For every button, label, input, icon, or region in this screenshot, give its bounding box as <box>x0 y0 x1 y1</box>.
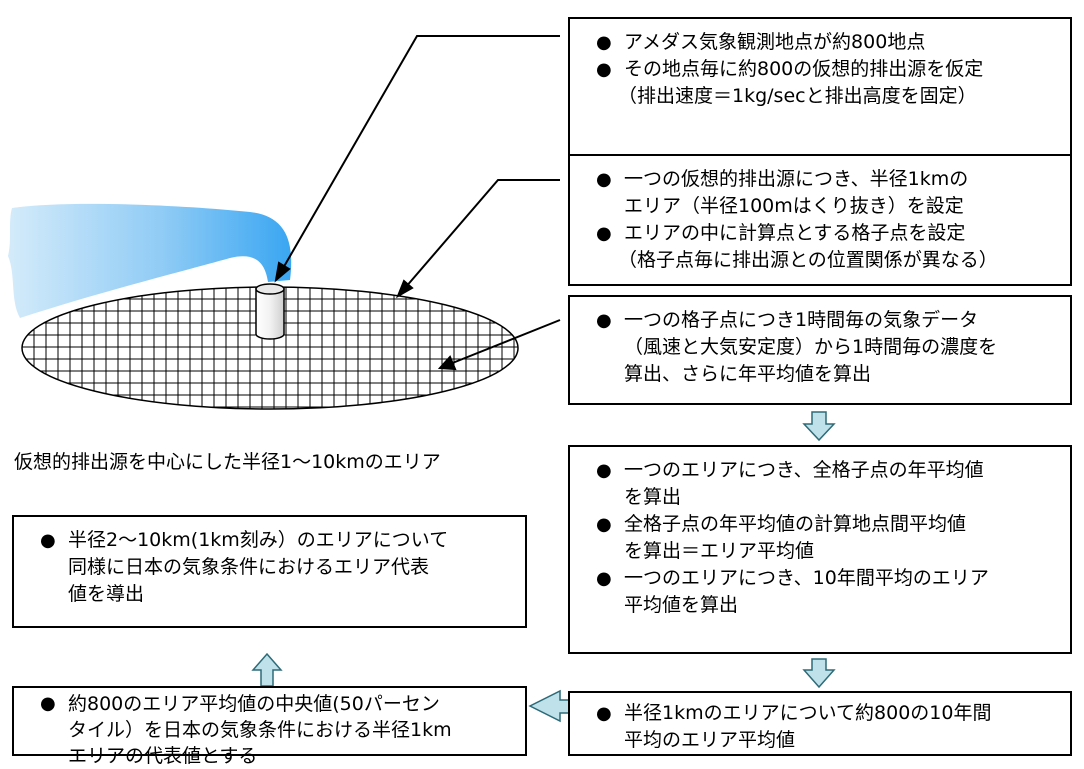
leader-lines <box>274 35 561 371</box>
step-box-area-average: 一つのエリアにつき、全格子点の年平均値 を算出 全格子点の年平均値の計算地点間平… <box>568 445 1072 654</box>
area-caption: 仮想的排出源を中心にした半径1〜10kmのエリア <box>14 451 441 473</box>
list-item: 全格子点の年平均値の計算地点間平均値 を算出＝エリア平均値 <box>594 511 1070 565</box>
list-item: その地点毎に約800の仮想的排出源を仮定 <box>594 56 1070 83</box>
list-item: 一つのエリアにつき、全格子点の年平均値 を算出 <box>594 457 1070 511</box>
arrow-down-1 <box>802 411 836 442</box>
step-box-median-1km: 約800のエリア平均値の中央値(50パーセン タイル）を日本の気象条件における半… <box>12 686 527 767</box>
arrow-up <box>251 652 283 687</box>
smoke-plume <box>8 203 292 318</box>
list-item: 一つのエリアにつき、10年間平均のエリア 平均値を算出 <box>594 565 1070 619</box>
emission-stack <box>255 283 285 340</box>
box-note: （排出速度＝1kg/secと排出高度を固定） <box>618 85 977 107</box>
list-item: エリアの中に計算点とする格子点を設定 <box>594 220 1070 247</box>
step-box-2-10km: 半径2〜10km(1km刻み）のエリアについて 同様に日本の気象条件におけるエリ… <box>12 515 527 628</box>
list-item: 一つの仮想的排出源につき、半径1kmの エリア（半径100mはくり抜き）を設定 <box>594 166 1070 220</box>
arrow-down-2 <box>802 658 836 689</box>
step-box-800-area-values: 半径1kmのエリアについて約800の10年間 平均のエリア平均値 <box>568 691 1072 756</box>
box-note: （格子点毎に排出源との位置関係が異なる） <box>618 249 998 271</box>
list-item: 半径2〜10km(1km刻み）のエリアについて 同様に日本の気象条件におけるエリ… <box>38 527 525 608</box>
list-item: アメダス気象観測地点が約800地点 <box>594 29 1070 56</box>
step-box-area-setup: 一つの仮想的排出源につき、半径1kmの エリア（半径100mはくり抜き）を設定 … <box>568 154 1072 286</box>
step-box-amedas-sites: アメダス気象観測地点が約800地点 その地点毎に約800の仮想的排出源を仮定 （… <box>568 17 1072 167</box>
list-item: 約800のエリア平均値の中央値(50パーセン タイル）を日本の気象条件における半… <box>38 691 525 769</box>
step-box-grid-point-calc: 一つの格子点につき1時間毎の気象データ （風速と大気安定度）から1時間毎の濃度を… <box>568 295 1072 405</box>
list-item: 一つの格子点につき1時間毎の気象データ （風速と大気安定度）から1時間毎の濃度を… <box>594 307 1070 388</box>
list-item: 半径1kmのエリアについて約800の10年間 平均のエリア平均値 <box>594 700 1070 754</box>
